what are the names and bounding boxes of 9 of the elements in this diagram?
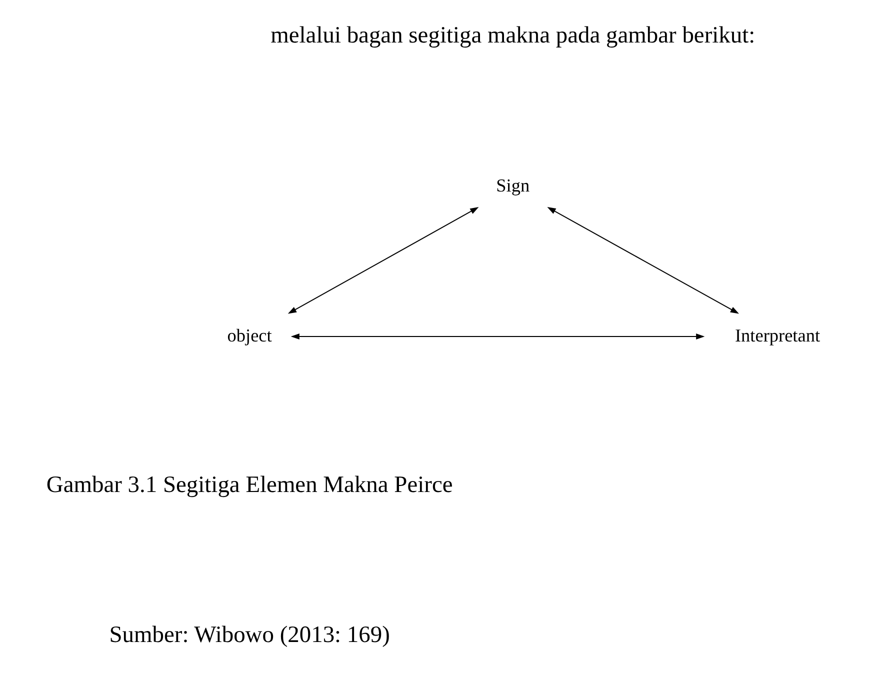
node-text: Interpretant — [734, 325, 820, 346]
label: Sumber: Wibowo (2013: 169) — [109, 622, 390, 648]
arrow — [547, 207, 740, 314]
label: melalui bagan segitiga makna pada gambar berikut: — [270, 22, 756, 48]
arrow — [288, 207, 479, 314]
node-text: Sign — [496, 175, 530, 196]
label: Gambar 3.1 Segitiga Elemen Makna Peirce — [46, 472, 453, 498]
node-text: object — [227, 325, 272, 346]
arrow — [290, 333, 705, 340]
